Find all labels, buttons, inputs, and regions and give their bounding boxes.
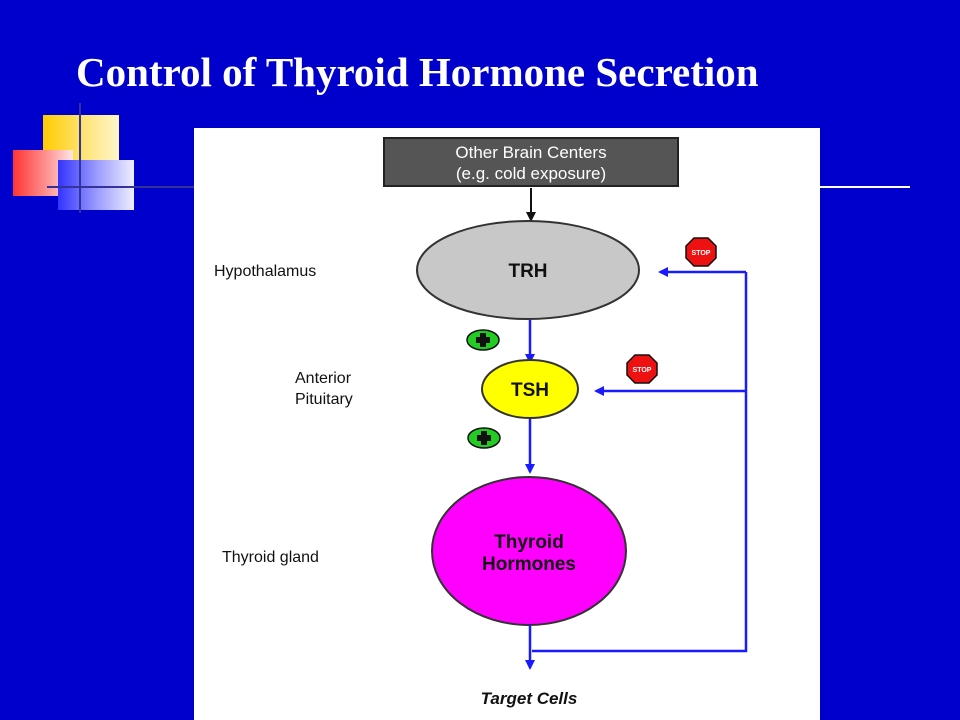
stop-sign-icon: STOP — [626, 354, 658, 384]
thyroid-node: Thyroid Hormones — [431, 476, 627, 626]
feedback-loop-line — [532, 272, 748, 653]
tsh-node: TSH — [481, 359, 579, 419]
decor-horizontal-line-right — [820, 186, 910, 188]
tsh-node-label: TSH — [511, 380, 549, 401]
thyroid-node-line1: Thyroid — [494, 532, 564, 553]
label-thyroid-gland: Thyroid gland — [222, 549, 319, 566]
diagram-panel: Other Brain Centers (e.g. cold exposure)… — [194, 128, 820, 720]
stop-sign-icon: STOP — [685, 237, 717, 267]
stop-sign-text: STOP — [633, 367, 652, 374]
plus-icon — [467, 427, 501, 449]
stop-sign-text: STOP — [692, 250, 711, 257]
source-box: Other Brain Centers (e.g. cold exposure) — [383, 137, 679, 187]
decor-horizontal-line — [47, 186, 194, 188]
label-pituitary: Pituitary — [295, 391, 353, 408]
trh-node-label: TRH — [508, 261, 547, 282]
trh-node: TRH — [416, 220, 640, 320]
decor-blue-square — [58, 160, 134, 210]
source-box-line2: (e.g. cold exposure) — [456, 164, 606, 183]
decor-vertical-line — [79, 103, 81, 213]
plus-icon — [466, 329, 500, 351]
label-hypothalamus: Hypothalamus — [214, 263, 316, 280]
slide-title: Control of Thyroid Hormone Secretion — [76, 49, 759, 95]
thyroid-node-line2: Hormones — [482, 554, 576, 575]
feedback-diagram: Other Brain Centers (e.g. cold exposure)… — [214, 137, 748, 708]
target-cells-label: Target Cells — [481, 689, 578, 708]
label-anterior: Anterior — [295, 370, 352, 387]
source-box-line1: Other Brain Centers — [455, 143, 606, 162]
